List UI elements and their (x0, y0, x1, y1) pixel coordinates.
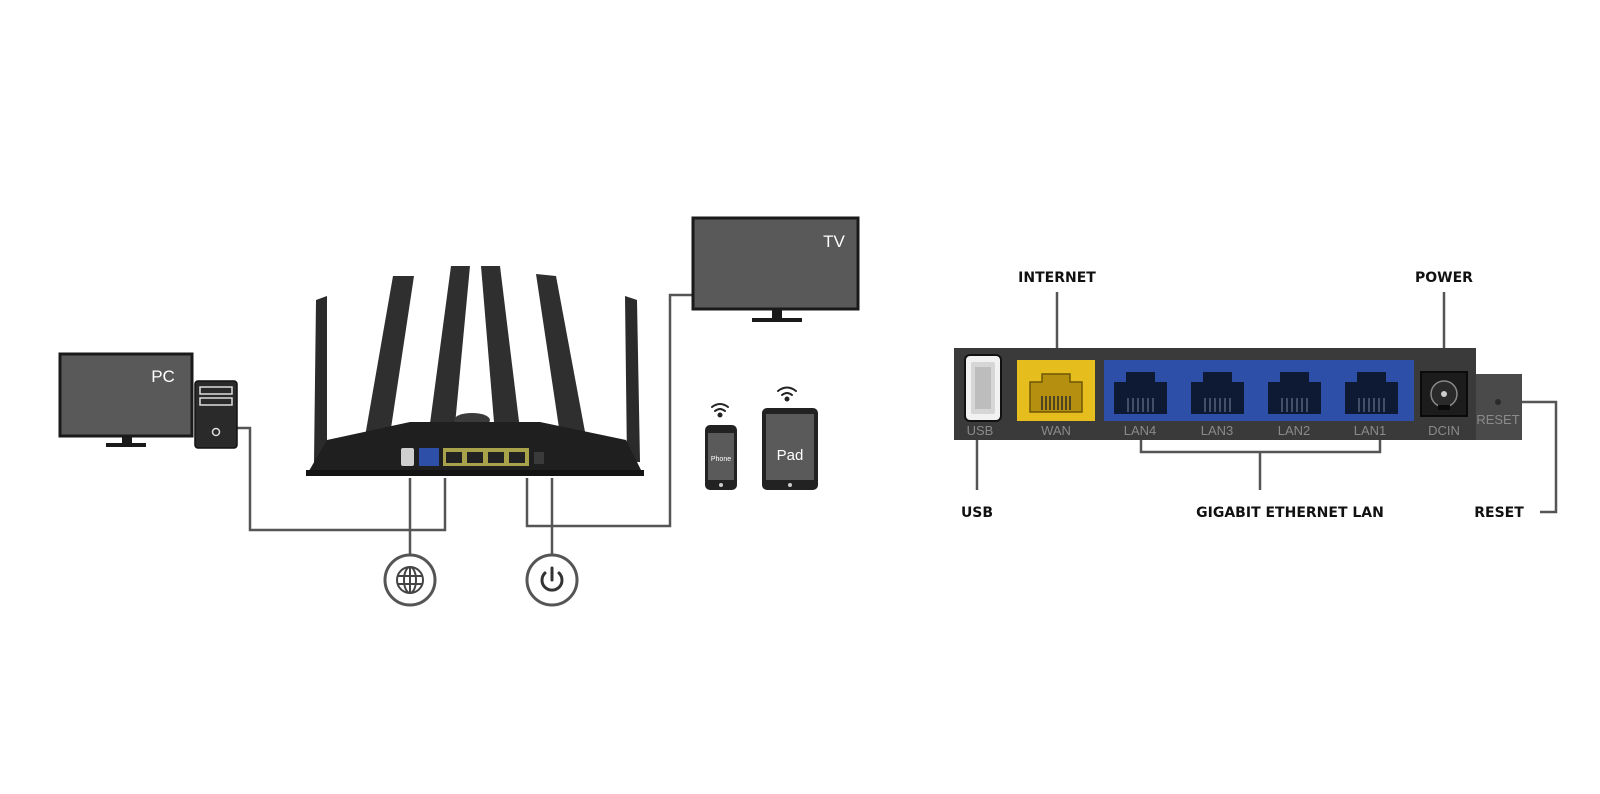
dcin-port (1420, 371, 1468, 417)
port-label-lan3: LAN3 (1201, 423, 1234, 438)
port-label-dcin: DCIN (1428, 423, 1460, 438)
antenna (536, 274, 588, 448)
lan4-port (1114, 372, 1167, 414)
antenna (427, 266, 470, 446)
pc-tower (194, 380, 238, 449)
antenna (481, 266, 522, 446)
label-usb: USB (961, 505, 993, 521)
port-label-wan: WAN (1041, 423, 1071, 438)
label-power: POWER (1415, 270, 1473, 286)
phone: Phone (705, 403, 737, 490)
port-label-usb: USB (967, 423, 994, 438)
port-label-reset: RESET (1476, 412, 1519, 427)
lan-ports (1104, 360, 1414, 421)
antenna (625, 296, 640, 462)
wan-port (1017, 360, 1095, 421)
port-label-lan4: LAN4 (1124, 423, 1157, 438)
globe-icon (383, 553, 437, 607)
reset-pinhole (1495, 399, 1501, 405)
wifi-icon (711, 403, 729, 418)
usb-port (964, 354, 1002, 422)
tv-label: TV (823, 232, 845, 251)
pad-label: Pad (777, 447, 804, 464)
connection-lines (234, 293, 692, 555)
pc-label: PC (151, 367, 175, 386)
tv: TV (691, 216, 860, 322)
label-reset: RESET (1474, 505, 1524, 521)
router-port-panel: USB WAN LAN4 LAN3 LAN2 LAN1 DCIN RESET (954, 348, 1522, 440)
power-icon (525, 553, 579, 607)
port-label-lan2: LAN2 (1278, 423, 1311, 438)
lan2-port (1268, 372, 1321, 414)
port-label-lan1: LAN1 (1354, 423, 1387, 438)
lan1-port (1345, 372, 1398, 414)
label-internet: INTERNET (1018, 270, 1096, 286)
wifi-icon (777, 386, 797, 402)
lan3-port (1191, 372, 1244, 414)
router-rear-view (306, 266, 644, 476)
antenna (363, 276, 414, 448)
label-gigabit-lan: GIGABIT ETHERNET LAN (1196, 505, 1384, 521)
pc-monitor: PC (58, 352, 194, 447)
antenna (314, 296, 327, 462)
phone-label: Phone (711, 456, 731, 463)
tablet: Pad (762, 386, 818, 490)
